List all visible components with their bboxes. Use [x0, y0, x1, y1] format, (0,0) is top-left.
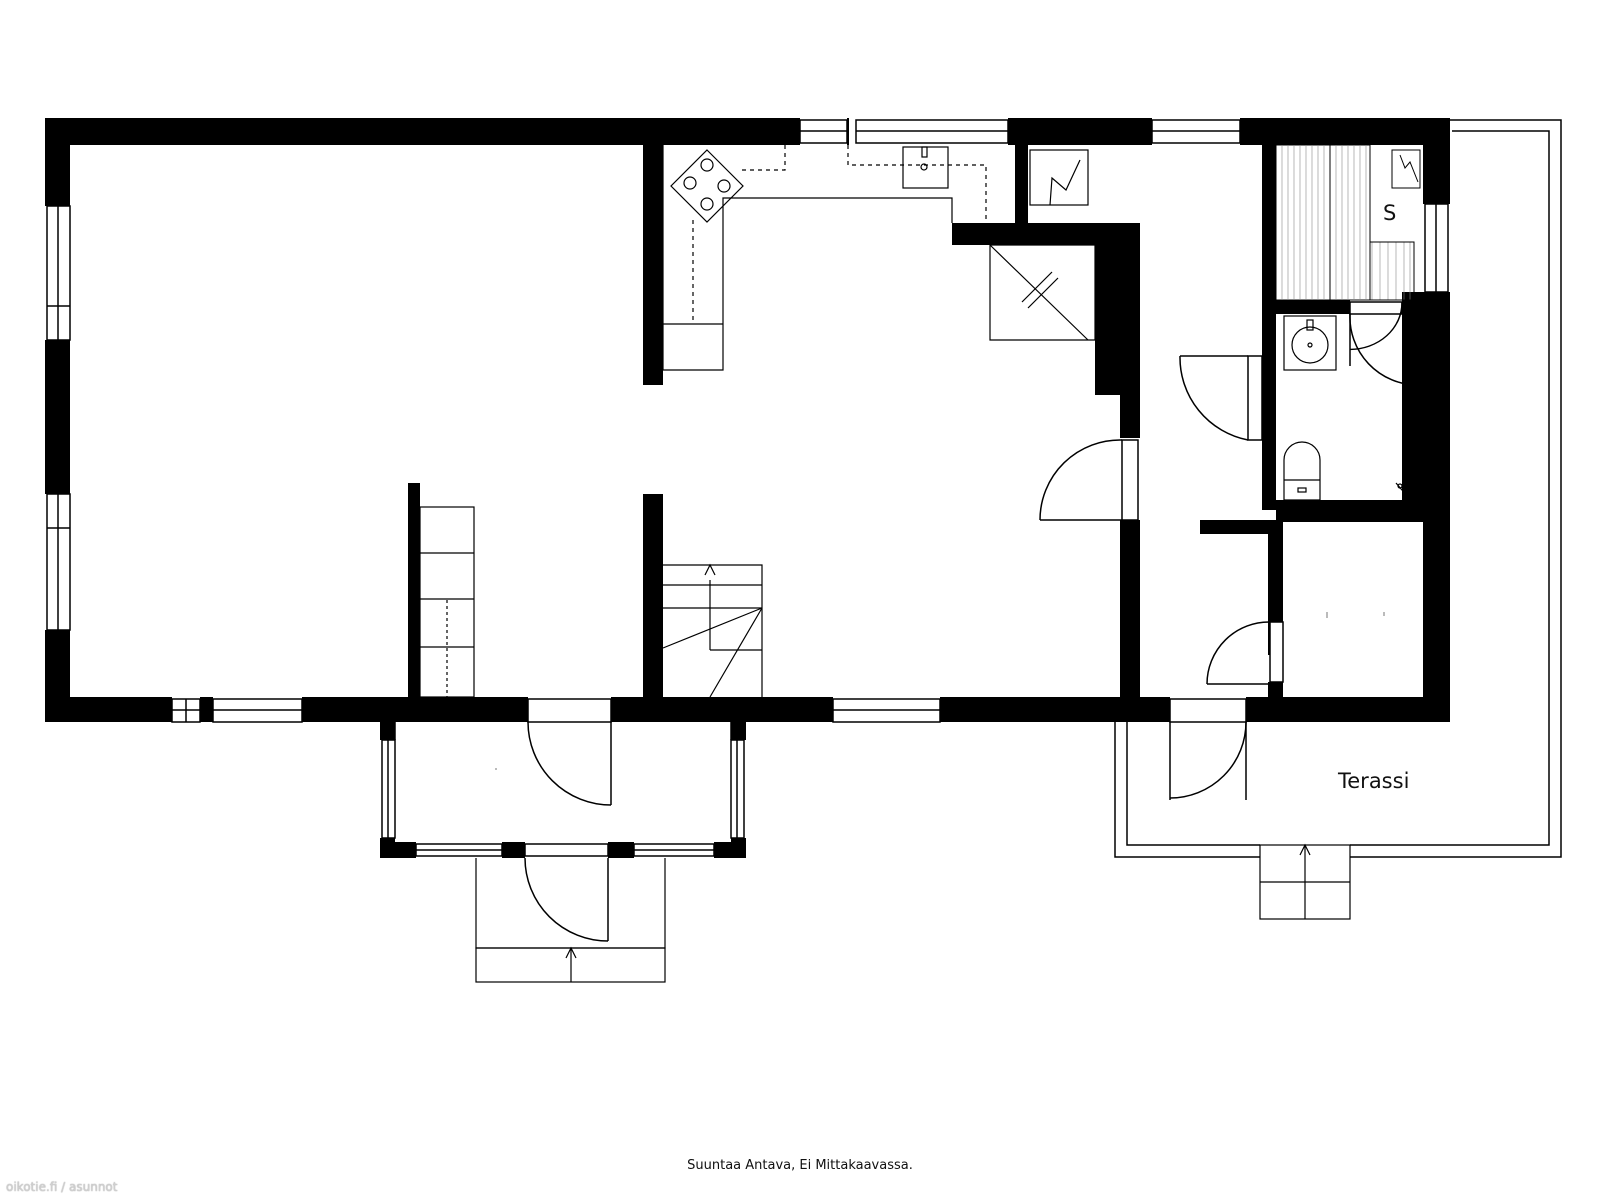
terrace-label: Terassi: [1337, 769, 1409, 793]
porch-outline: [394, 722, 732, 740]
walls: [45, 118, 1450, 858]
sauna-label: S: [1383, 201, 1396, 225]
windows: [46, 119, 1449, 857]
entry-steps: [475, 843, 1351, 983]
stairs: [419, 506, 763, 698]
sauna-fixtures: [1275, 144, 1421, 301]
doors: [524, 301, 1418, 942]
terrace-outline: [1114, 119, 1562, 858]
watermark: oikotie.fi / asunnot: [6, 1180, 118, 1194]
closet-marks: [495, 612, 1385, 770]
bathroom-fixtures: [1283, 315, 1411, 501]
scale-caption: Suuntaa Antava, Ei Mittakaavassa.: [687, 1158, 913, 1173]
kitchen-fixtures: [662, 145, 1096, 371]
